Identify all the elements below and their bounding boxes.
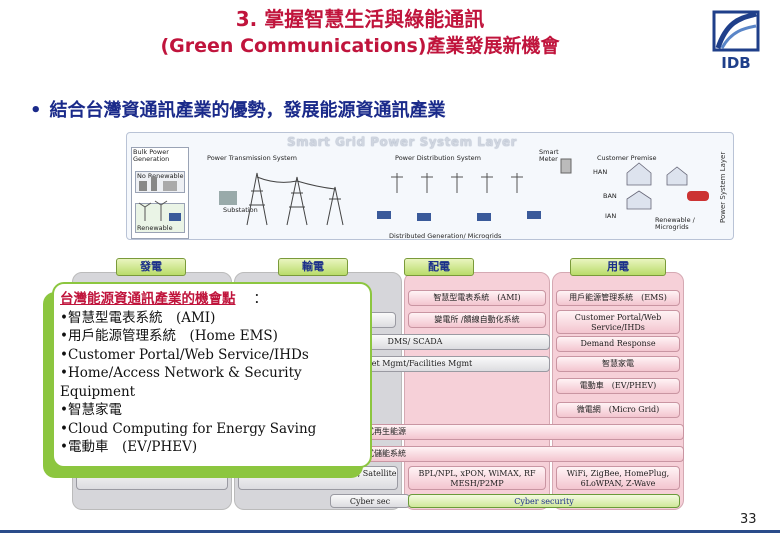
- distribution-pole-icon: [391, 173, 523, 193]
- opportunity-item: •Customer Portal/Web Service/IHDs: [60, 346, 309, 363]
- smart-grid-title: Smart Grid Power System Layer: [287, 135, 518, 149]
- opportunities-card: 台灣能源資通訊產業的機會點 ： •智慧型電表系統 (AMI) •用戶能源管理系統 …: [52, 282, 372, 468]
- smart-grid-diagram: Smart Grid Power System Layer Bulk Power…: [126, 132, 734, 240]
- header-generation: 發電: [116, 258, 186, 276]
- header-transmission: 輸電: [278, 258, 348, 276]
- wind-turbine-icon: [138, 200, 168, 221]
- opportunity-item: •Cloud Computing for Energy Saving: [60, 420, 317, 437]
- house-icon: [626, 162, 688, 210]
- idb-logo-icon: [712, 10, 760, 52]
- han-label: HAN: [593, 168, 608, 176]
- bottom-rule: [0, 530, 780, 533]
- idb-logo-text: IDB: [721, 54, 751, 72]
- grid-artwork: [138, 158, 709, 226]
- chip-microgrid: 微電網 (Micro Grid): [556, 402, 680, 418]
- opportunities-heading: 台灣能源資通訊產業的機會點: [60, 291, 236, 307]
- chip-cyber-sec: Cyber sec: [330, 494, 410, 508]
- plant-icon: [163, 181, 177, 191]
- transmission-label: Power Transmission System: [207, 154, 298, 162]
- chip-ami: 智慧型電表系統 (AMI): [408, 290, 546, 306]
- ban-label: BAN: [603, 192, 617, 200]
- transmission-tower-icon: [246, 172, 344, 226]
- opportunity-item: Equipment: [60, 383, 136, 400]
- ev-car-icon: [687, 191, 709, 201]
- opportunity-item: •智慧型電表系統 (AMI): [60, 309, 216, 326]
- plant-icon: [139, 181, 147, 191]
- chip-ems: 用戶能源管理系統 (EMS): [556, 290, 680, 306]
- renewable-label: Renewable: [137, 224, 173, 232]
- title-line-2: (Green Communications)產業發展新機會: [160, 35, 560, 57]
- distribution-label: Power Distribution System: [395, 154, 481, 162]
- opportunity-item: •Home/Access Network & Security: [60, 365, 302, 381]
- page-number: 33: [740, 512, 757, 527]
- solar-array-icon: [377, 211, 541, 221]
- distributed-generation-label: Distributed Generation/ Microgrids: [389, 232, 502, 240]
- bullet-text: 結合台灣資通訊產業的優勢，發展能源資通訊產業: [49, 100, 446, 121]
- smart-meter-icon: [560, 158, 572, 174]
- solar-panel-icon: [169, 213, 181, 221]
- bullet-dot-icon: •: [30, 100, 42, 121]
- opportunity-item: •用戶能源管理系統 (Home EMS): [60, 328, 278, 344]
- chip-cyber-security: Cyber security: [408, 494, 680, 508]
- chip-customer-portal: Customer Portal/Web Service/IHDs: [556, 310, 680, 334]
- chip-ev: 電動車 (EV/PHEV): [556, 378, 680, 394]
- header-distribution: 配電: [404, 258, 474, 276]
- bullet-point: • 結合台灣資通訊產業的優勢，發展能源資通訊產業: [30, 96, 446, 122]
- chip-bpl: BPL/NPL, xPON, WiMAX, RF MESH/P2MP: [408, 466, 546, 490]
- chip-wifi: WiFi, ZigBee, HomePlug, 6LoWPAN, Z-Wave: [556, 466, 680, 490]
- smart-meter-label: Smart Meter: [539, 148, 559, 163]
- chip-smart-appliance: 智慧家電: [556, 356, 680, 372]
- bulk-generation-label: Bulk Power Generation: [133, 148, 170, 163]
- customer-premise-label: Customer Premise: [597, 154, 657, 162]
- idb-logo: IDB: [700, 8, 772, 80]
- slide-title: 3. 掌握智慧生活與綠能通訊 (Green Communications)產業發…: [60, 6, 660, 60]
- header-consumption: 用電: [570, 258, 666, 276]
- opportunity-item: •電動車 (EV/PHEV): [60, 439, 198, 455]
- ian-label: IAN: [605, 212, 617, 220]
- substation-label: Substation: [223, 206, 258, 214]
- no-renewable-label: No Renewable: [137, 172, 184, 180]
- substation-icon: [219, 191, 237, 205]
- heading-colon: ：: [253, 291, 268, 307]
- chip-demand-response: Demand Response: [556, 336, 680, 352]
- opportunity-item: •智慧家電: [60, 402, 122, 418]
- chip-feeder-automation: 變電所 /饋線自動化系統: [408, 312, 546, 328]
- title-line-1: 3. 掌握智慧生活與綠能通訊: [235, 7, 485, 31]
- renewable-microgrids-label: Renewable / Microgrids: [655, 216, 695, 231]
- opportunities-heading-row: 台灣能源資通訊產業的機會點 ：: [60, 290, 316, 309]
- plant-icon: [151, 177, 157, 191]
